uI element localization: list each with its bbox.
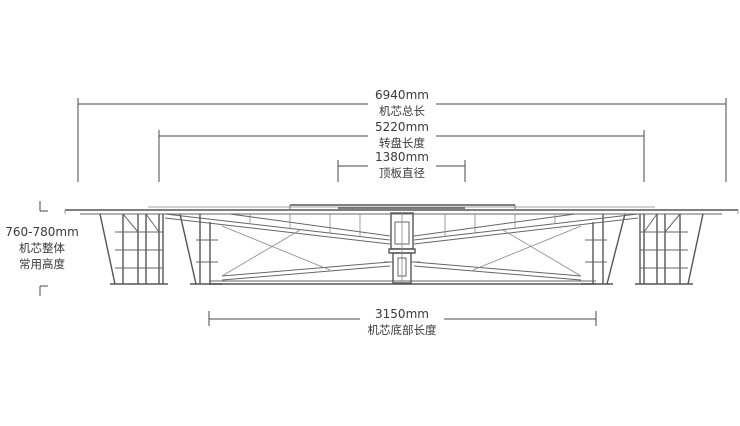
height-value: 760-780mm	[5, 225, 79, 239]
total-length-label: 机芯总长	[379, 104, 425, 118]
total-length-value: 6940mm	[375, 88, 429, 102]
top-surface	[64, 206, 739, 215]
dimension-turntable-length: 5220mm 转盘长度	[158, 120, 645, 182]
top-plate-diameter-label: 顶板直径	[379, 166, 425, 180]
top-plate-diameter-value: 1380mm	[375, 150, 429, 164]
turntable-length-label: 转盘长度	[379, 136, 425, 150]
lower-base-arms	[209, 225, 596, 285]
left-outer-stand	[99, 213, 168, 285]
central-hub	[384, 212, 420, 284]
left-inner-stand	[179, 213, 222, 285]
dimension-top-plate-diameter: 1380mm 顶板直径	[337, 150, 466, 182]
dimension-height: 760-780mm 机芯整体 常用高度	[5, 201, 79, 296]
height-label-line2: 常用高度	[19, 257, 65, 271]
height-label-line1: 机芯整体	[19, 241, 65, 255]
base-length-label: 机芯底部长度	[368, 323, 437, 337]
base-length-value: 3150mm	[375, 307, 429, 321]
right-outer-stand	[635, 213, 704, 285]
machine-frame	[64, 204, 739, 285]
upper-turntable-arms	[164, 213, 639, 245]
dimension-base-length: 3150mm 机芯底部长度	[208, 306, 597, 340]
right-inner-stand	[581, 213, 626, 285]
dimension-total-length: 6940mm 机芯总长	[77, 86, 727, 182]
turntable-length-value: 5220mm	[375, 120, 429, 134]
